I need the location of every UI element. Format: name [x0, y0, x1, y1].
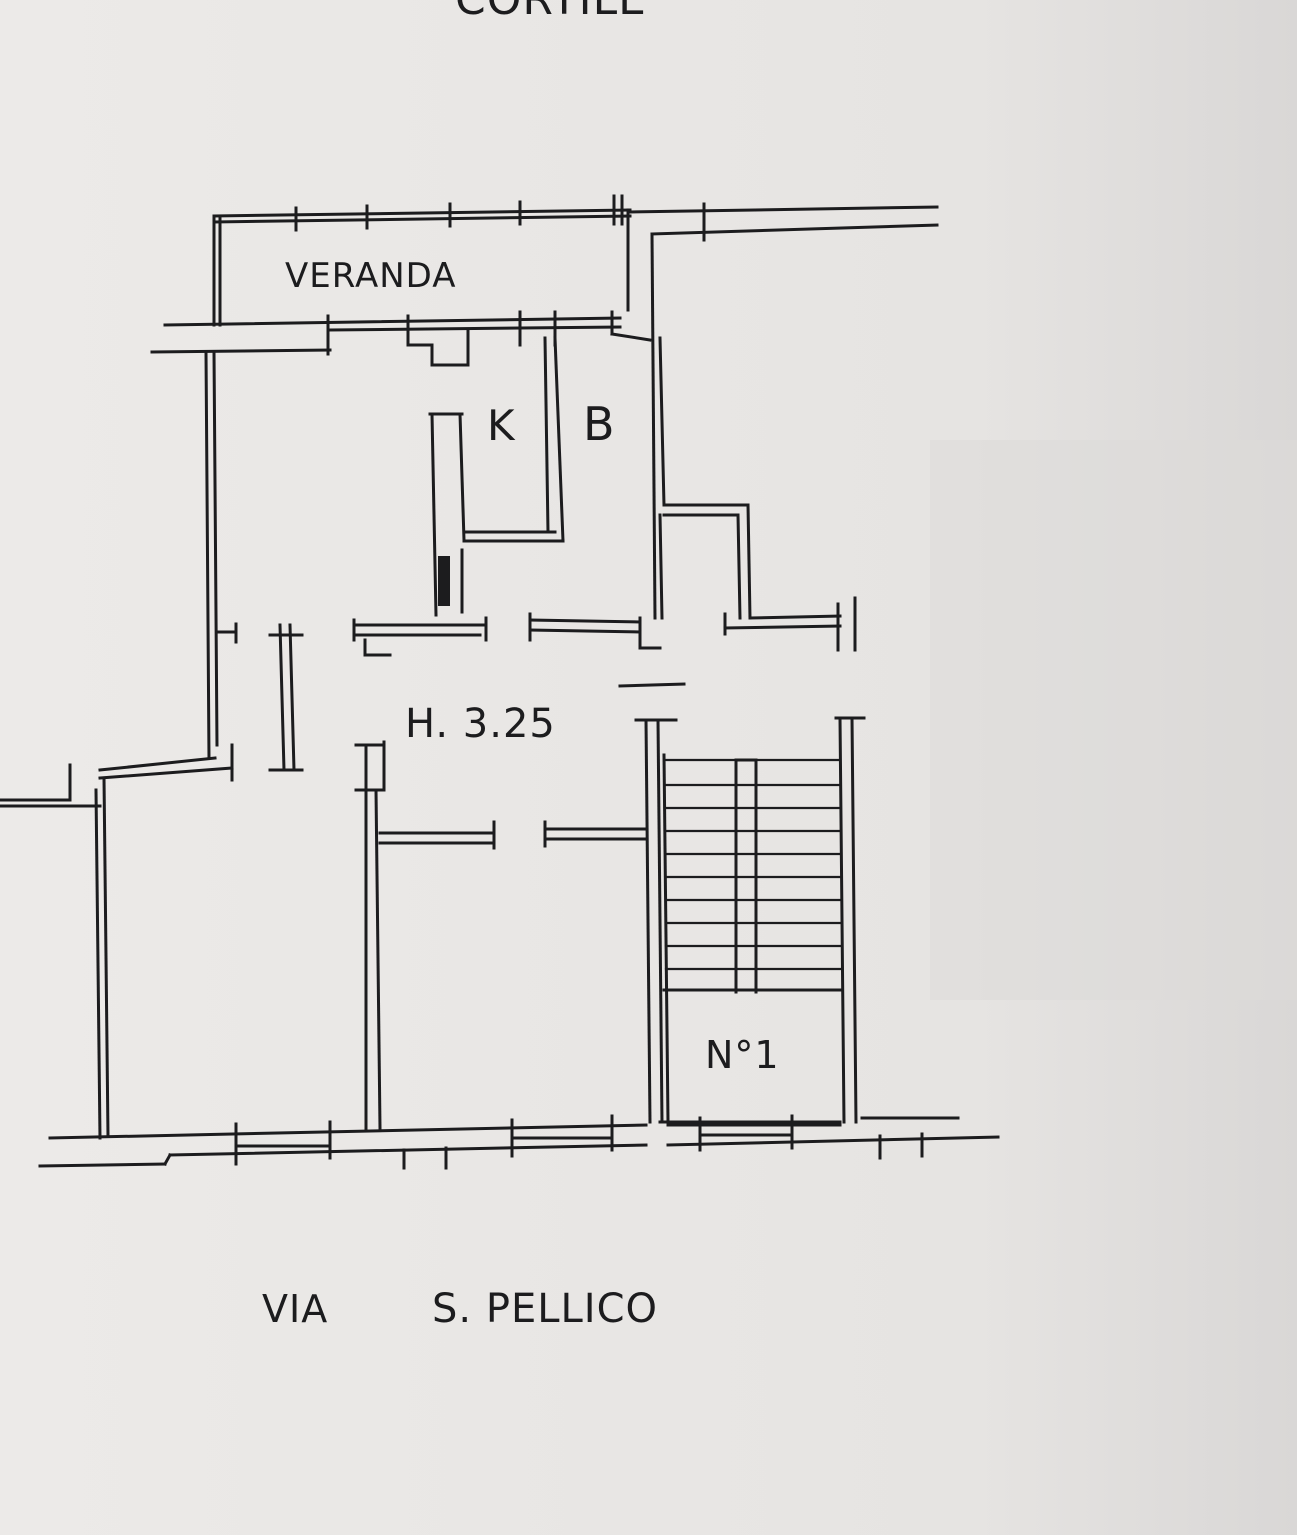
veranda-walls [212, 194, 632, 327]
veranda-label: VERANDA [285, 256, 457, 296]
veranda-inner-wall [150, 310, 652, 367]
left-door-frame [268, 623, 304, 772]
center-room-walls [354, 740, 648, 1132]
left-wall [0, 350, 238, 808]
left-room-wall [94, 776, 110, 1140]
ceiling-height-label: H. 3.25 [405, 701, 556, 747]
stair-treads [664, 758, 842, 971]
bathroom-walls [650, 232, 752, 620]
street-label-via: VIA [262, 1287, 328, 1331]
kitchen-label: K [487, 401, 516, 450]
kitchen-walls [428, 336, 565, 617]
courtyard-wall [628, 202, 939, 242]
bleed-through-panel [930, 440, 1297, 1000]
bathroom-label: B [583, 397, 616, 451]
staircase-label: N°1 [705, 1033, 780, 1077]
street-label-name: S. PELLICO [432, 1286, 658, 1332]
kitchen-chimney-fill [438, 556, 450, 606]
courtyard-label: CORTILE [455, 0, 647, 25]
middle-partition [352, 596, 857, 688]
street-facade [38, 1114, 1000, 1170]
